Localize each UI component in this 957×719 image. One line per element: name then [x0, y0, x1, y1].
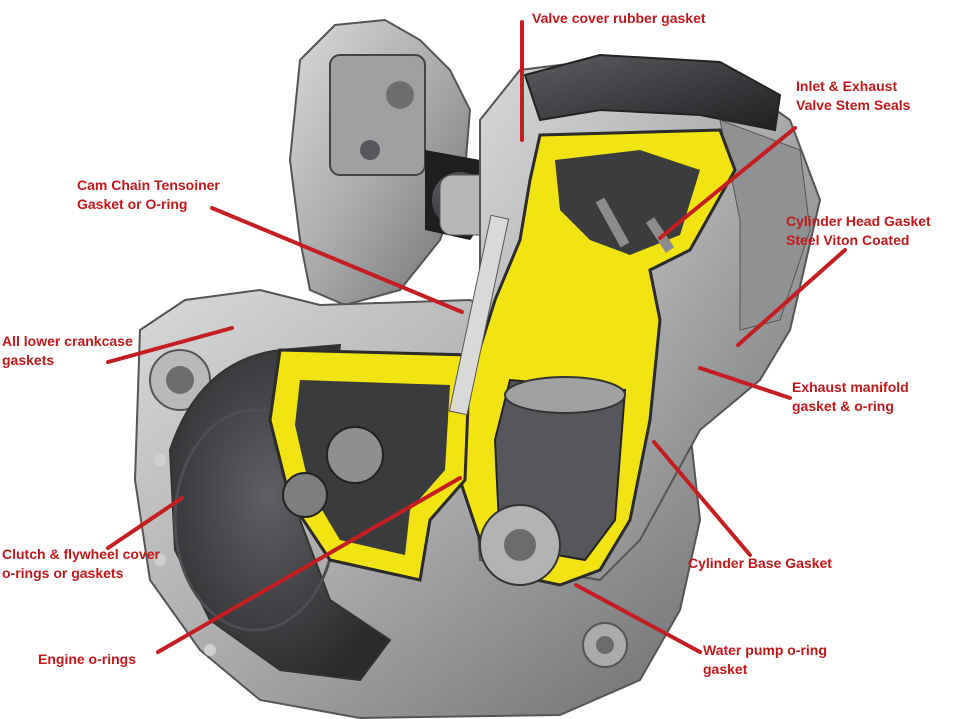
label-valve-stem-seals: Inlet & Exhaust Valve Stem Seals	[796, 78, 911, 113]
leader-engine-orings	[156, 476, 462, 654]
label-lower-crankcase-gaskets: All lower crankcase gaskets	[2, 333, 133, 368]
label-clutch-flywheel-cover: Clutch & flywheel cover o-rings or gaske…	[2, 546, 160, 581]
label-cylinder-base-gasket: Cylinder Base Gasket	[688, 555, 832, 571]
label-cylinder-head-gasket: Cylinder Head Gasket Steel Viton Coated	[786, 213, 931, 248]
clutch-cover	[154, 343, 392, 682]
leader-crankcase	[106, 326, 234, 364]
leader-lines	[106, 20, 847, 654]
leader-valve-stem	[658, 126, 797, 240]
leader-clutch-cover	[106, 496, 184, 550]
label-cam-chain-tensioner: Cam Chain Tensoiner Gasket or O-ring	[77, 177, 220, 212]
carburetor	[288, 18, 511, 307]
leader-cylinder-base	[652, 440, 752, 557]
label-exhaust-manifold-gasket: Exhaust manifold gasket & o-ring	[792, 379, 909, 414]
leader-cam-chain	[210, 206, 464, 314]
cutaway-section	[268, 128, 737, 587]
label-engine-orings: Engine o-rings	[38, 651, 136, 667]
leader-water-pump	[574, 583, 702, 654]
leader-exhaust-manifold	[698, 366, 792, 400]
label-water-pump-oring: Water pump o-ring gasket	[703, 642, 827, 677]
leader-head-gasket	[736, 248, 847, 347]
label-valve-cover-gasket: Valve cover rubber gasket	[532, 10, 706, 26]
